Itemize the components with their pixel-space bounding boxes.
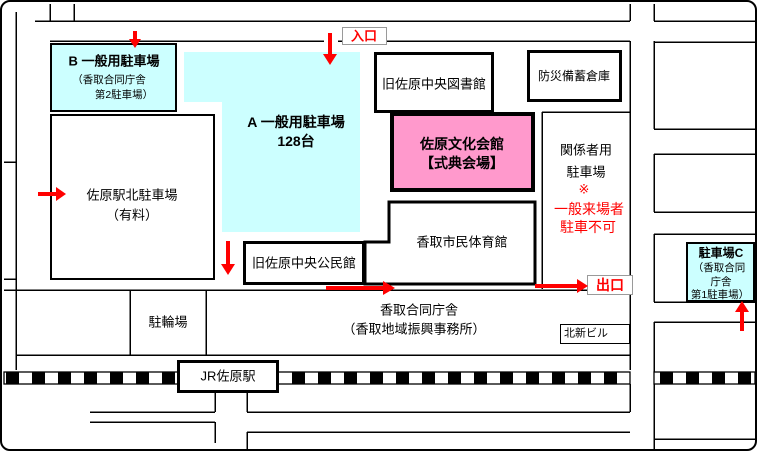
- hokushin-building-box: [560, 324, 630, 344]
- government-office-sub: （香取地域振興事務所）: [342, 321, 486, 337]
- staff-parking-note-2: 駐車不可: [560, 219, 616, 235]
- lot-b-title: B 一般用駐車場: [68, 53, 160, 69]
- lot-c-sub2: 庁舎: [710, 275, 732, 288]
- cultural-hall-title: 佐原文化会館: [420, 136, 504, 152]
- jr-station-label: JR佐原駅: [200, 368, 256, 384]
- exit-route-arrow-1-icon: [326, 281, 395, 295]
- government-office-title: 香取合同庁舎: [379, 302, 459, 318]
- lot-c-box: [686, 242, 755, 302]
- staff-parking-note-1: 一般来場者: [554, 201, 624, 217]
- staff-parking-title-2: 駐車場: [566, 164, 606, 180]
- lot-b-sub1: （香取合同庁舎: [72, 73, 146, 86]
- cultural-hall-sub: 【式典会場】: [420, 155, 504, 171]
- bicycle-parking-label: 駐輪場: [148, 314, 188, 330]
- entrance-label-box: [342, 27, 387, 45]
- staff-parking-title-1: 関係者用: [559, 142, 613, 158]
- lot-b-sub2: 第2駐車場）: [94, 88, 154, 101]
- north-parking-sub: （有料）: [105, 207, 159, 223]
- old-community-center-box: [243, 241, 365, 285]
- roads: [4, 4, 755, 449]
- west-entry-arrow-icon: [38, 187, 66, 201]
- gymnasium-building: [363, 200, 537, 286]
- exit-label-box: [587, 275, 633, 295]
- exit-label: 出口: [596, 277, 624, 293]
- cultural-hall-box: [390, 112, 535, 192]
- corridor-down-arrow-icon: [221, 241, 235, 275]
- lot-c-sub1: （香取合同: [692, 261, 746, 274]
- gymnasium-label: 香取市民体育館: [416, 234, 508, 250]
- entrance-label: 入口: [350, 28, 378, 44]
- lot-b-arrow-icon: [129, 31, 141, 48]
- north-parking-title: 佐原駅北駐車場: [86, 187, 178, 203]
- disaster-warehouse-label: 防災備蓄倉庫: [537, 69, 611, 83]
- lot-a-area: [184, 52, 360, 232]
- railway-track: [3, 371, 755, 385]
- old-library-label: 旧佐原中央図書館: [381, 76, 487, 92]
- old-library-box: [374, 52, 494, 113]
- lot-a-capacity: 128台: [277, 133, 315, 149]
- lot-c-arrow-icon: [735, 301, 749, 331]
- disaster-warehouse-box: [527, 50, 622, 102]
- lot-c-sub3: 第1駐車場）: [690, 288, 750, 301]
- lot-b-box: [50, 43, 177, 112]
- jr-station-box: [177, 360, 279, 393]
- lot-c-title: 駐車場C: [698, 246, 744, 260]
- entrance-arrow-icon: [323, 33, 337, 65]
- exit-route-arrow-2-icon: [535, 279, 588, 293]
- staff-parking-note-mark: ※: [578, 181, 590, 197]
- lot-a-title: A 一般用駐車場: [247, 114, 345, 130]
- old-community-center-label: 旧佐原中央公民館: [251, 255, 357, 271]
- hokushin-building-label: 北新ビル: [564, 327, 608, 340]
- north-parking-box: [50, 114, 215, 280]
